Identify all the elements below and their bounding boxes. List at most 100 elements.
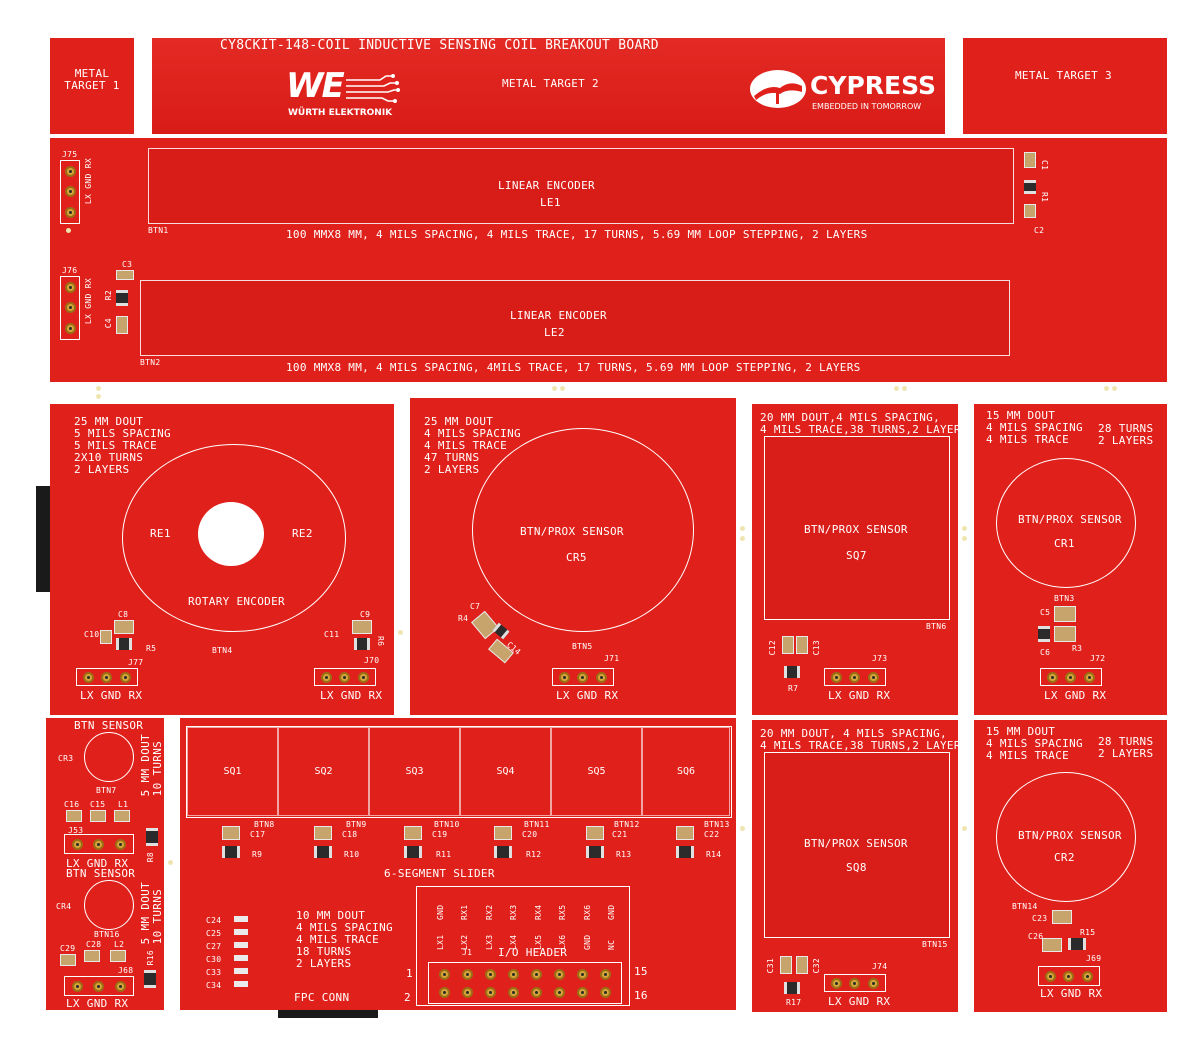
j72-pin-3[interactable]: [1084, 671, 1096, 683]
c1-label: C1: [1040, 160, 1049, 171]
io-pin[interactable]: [554, 986, 565, 998]
j70-pin-3[interactable]: [358, 671, 370, 683]
j72-pin-2[interactable]: [1065, 671, 1077, 683]
fpc-connector: [278, 1010, 378, 1018]
c20-capacitor: [494, 826, 512, 840]
io-pin[interactable]: [531, 986, 542, 998]
mouse-bite-via: [894, 386, 899, 391]
c17-label: C17: [250, 830, 266, 839]
io-pin[interactable]: [508, 986, 519, 998]
mouse-bite-via: [902, 386, 907, 391]
cr4-coil-circle: [84, 880, 134, 930]
io-pin[interactable]: [554, 968, 565, 980]
slider-cells: SQ1 SQ2 SQ3 SQ4 SQ5 SQ6: [186, 726, 732, 818]
r14-label: R14: [706, 850, 722, 859]
j73-header[interactable]: [824, 668, 886, 686]
j71-pin-3[interactable]: [596, 671, 608, 683]
io-pin[interactable]: [485, 968, 496, 980]
j74-header[interactable]: [824, 974, 886, 992]
j75-header[interactable]: [60, 160, 80, 224]
r6-resistor: [354, 638, 370, 650]
j70-header[interactable]: [314, 668, 376, 686]
r16-label: R16: [146, 950, 155, 966]
io-pin-number-1: 1: [406, 967, 413, 980]
j75-pin-2[interactable]: [64, 186, 76, 198]
j68-header[interactable]: [64, 976, 134, 996]
j73-pin-3[interactable]: [868, 671, 880, 683]
io-pin-number-2: 2: [404, 991, 411, 1004]
j68-pin-2[interactable]: [93, 980, 105, 992]
re2-label: RE2: [292, 527, 313, 540]
io-pin[interactable]: [531, 968, 542, 980]
j75-pin-3[interactable]: [64, 207, 76, 219]
io-pin[interactable]: [439, 986, 450, 998]
r15-label: R15: [1080, 928, 1096, 937]
io-pin[interactable]: [485, 986, 496, 998]
io-bottom-label: GND: [582, 934, 592, 950]
rotary-center-hole: [198, 502, 264, 566]
io-pin[interactable]: [577, 986, 588, 998]
j77-pin-3[interactable]: [120, 671, 132, 683]
j68-pin-3[interactable]: [114, 980, 126, 992]
j53-pin-1[interactable]: [72, 838, 84, 850]
btn16-label: BTN16: [94, 930, 120, 939]
j74-pin-2[interactable]: [849, 977, 861, 989]
c9-capacitor: [352, 620, 372, 634]
j72-header[interactable]: [1040, 668, 1102, 686]
j76-pin-3[interactable]: [64, 323, 76, 335]
io-top-label: RX1: [460, 904, 470, 920]
fpc-cap-5: [234, 968, 248, 974]
j53-header[interactable]: [64, 834, 134, 854]
j73-pin-2[interactable]: [849, 671, 861, 683]
j72-pins-label: LX GND RX: [1044, 689, 1107, 702]
j69-pin-1[interactable]: [1044, 970, 1056, 982]
j70-pin-2[interactable]: [339, 671, 351, 683]
io-pin[interactable]: [508, 968, 519, 980]
j53-pin-3[interactable]: [114, 838, 126, 850]
cr1-spec: 15 MM DOUT 4 MILS SPACING 4 MILS TRACE: [986, 409, 1083, 446]
io-pin[interactable]: [577, 968, 588, 980]
io-pin[interactable]: [439, 968, 450, 980]
j68-pin-1[interactable]: [72, 980, 84, 992]
io-pin[interactable]: [462, 968, 473, 980]
j74-pin-1[interactable]: [830, 977, 842, 989]
j73-pin-1[interactable]: [830, 671, 842, 683]
slider-segment-1[interactable]: SQ1: [187, 727, 278, 816]
c26-label: C26: [1028, 932, 1044, 941]
j76-header[interactable]: [60, 276, 80, 340]
metal-target-3-label: METAL TARGET 3: [1015, 69, 1112, 82]
slider-segment-3[interactable]: SQ3: [369, 727, 460, 816]
io-pin[interactable]: [462, 986, 473, 998]
io-header-title: I/O HEADER: [498, 946, 568, 959]
j75-pin-1[interactable]: [64, 165, 76, 177]
io-pin[interactable]: [600, 986, 611, 998]
io-top-label: RX2: [484, 904, 494, 920]
j77-header[interactable]: [76, 668, 138, 686]
j71-header[interactable]: [552, 668, 614, 686]
j71-pin-2[interactable]: [577, 671, 589, 683]
j69-header[interactable]: [1038, 966, 1100, 986]
slider-segment-2[interactable]: SQ2: [278, 727, 369, 816]
j76-pin-1[interactable]: [64, 281, 76, 293]
c18-capacitor: [314, 826, 332, 840]
j69-pin-3[interactable]: [1082, 970, 1094, 982]
io-top-label: GND: [436, 904, 445, 920]
slider-segment-5[interactable]: SQ5: [551, 727, 642, 816]
rotary-encoder-ring: [122, 444, 346, 632]
j72-pin-1[interactable]: [1046, 671, 1058, 683]
metal-target-1-text: METAL TARGET 1: [64, 67, 120, 92]
j71-pin-1[interactable]: [558, 671, 570, 683]
slider-segment-4[interactable]: SQ4: [460, 727, 551, 816]
j76-pin-2[interactable]: [64, 302, 76, 314]
j69-pin-2[interactable]: [1063, 970, 1075, 982]
slider-segment-6[interactable]: SQ6: [642, 727, 730, 816]
j70-pin-1[interactable]: [320, 671, 332, 683]
r5-resistor: [116, 638, 132, 650]
io-header-connector[interactable]: [428, 962, 622, 1004]
io-pin[interactable]: [600, 968, 611, 980]
j77-pin-1[interactable]: [82, 671, 94, 683]
j53-pin-2[interactable]: [93, 838, 105, 850]
j74-pin-3[interactable]: [868, 977, 880, 989]
small1-spec: 5 MM DOUT 10 TURNS: [139, 734, 164, 797]
j77-pin-2[interactable]: [101, 671, 113, 683]
